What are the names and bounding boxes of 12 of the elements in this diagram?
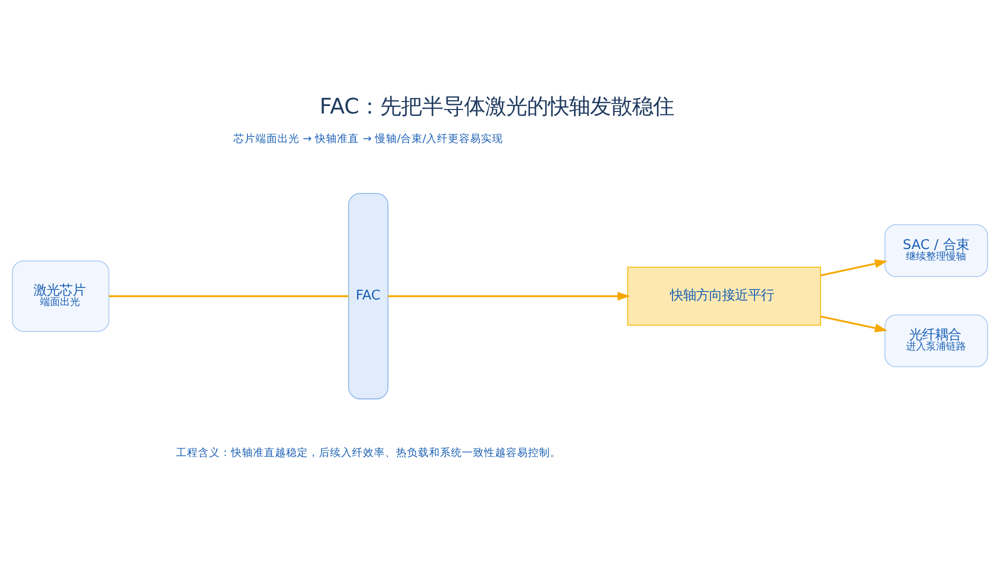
caption: 工程含义：快轴准直越稳定，后续入纤效率、热负载和系统一致性越容易控制。: [176, 446, 561, 460]
arrow: [820, 259, 888, 276]
connector: [108, 295, 349, 298]
arrow: [820, 316, 888, 332]
node-box: 快轴方向接近平行: [627, 266, 822, 326]
node-box: SAC / 合束 继续整理慢轴: [884, 224, 988, 277]
arrow: [388, 292, 630, 301]
label: 芯片端面出光 → 快轴准直 → 慢轴/合束/入纤更容易实现: [233, 132, 504, 145]
node-box: 光纤耦合 进入泵浦链路: [884, 314, 988, 368]
node-box: FAC: [348, 193, 388, 400]
node-box: 激光芯片 端面出光: [12, 260, 110, 332]
diagram-title: FAC：先把半导体激光的快轴发散稳住: [320, 94, 674, 120]
